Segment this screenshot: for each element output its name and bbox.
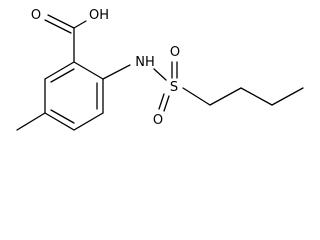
s-to-c1-bond (182, 87, 211, 106)
sulfur-label: S (170, 80, 178, 95)
s-o-bottom-bond-a (158, 93, 165, 110)
ring-double-bond-c4-c5 (50, 109, 75, 124)
c3-c4-bond (271, 87, 304, 106)
carbonyl-oxygen-label: O (31, 8, 41, 23)
hydroxyl-bond (73, 20, 87, 29)
c1-c2-bond (209, 87, 242, 106)
methyl-bond (16, 112, 46, 131)
sulfonyl-oxygen-top-label: O (170, 45, 180, 60)
carbonyl-double-bond-a (47, 14, 75, 29)
ring-double-bond-c6-c1 (50, 68, 75, 83)
sulfonamide-group: NH S O O (102, 45, 180, 128)
s-o-bottom-bond-b (163, 95, 170, 112)
ring-bond-c1-c2 (73, 61, 104, 80)
benzene-ring (44, 61, 104, 131)
carbonyl-double-bond-b (44, 19, 72, 34)
nh-to-s-bond (153, 68, 167, 81)
carboxyl-group: O OH (31, 8, 109, 63)
ring-to-nh-bond (102, 64, 131, 80)
chemical-structure: O OH NH S O O (16, 8, 304, 131)
nh-label: NH (135, 55, 155, 70)
c2-c3-bond (240, 87, 273, 106)
ring-bond-c4-c5 (44, 112, 75, 131)
ring-bond-c3-c4 (73, 112, 104, 131)
ring-bond-c6-c1 (44, 61, 75, 80)
hydroxyl-label: OH (89, 8, 109, 23)
sulfonyl-oxygen-bottom-label: O (153, 113, 163, 128)
butyl-chain (182, 87, 304, 106)
